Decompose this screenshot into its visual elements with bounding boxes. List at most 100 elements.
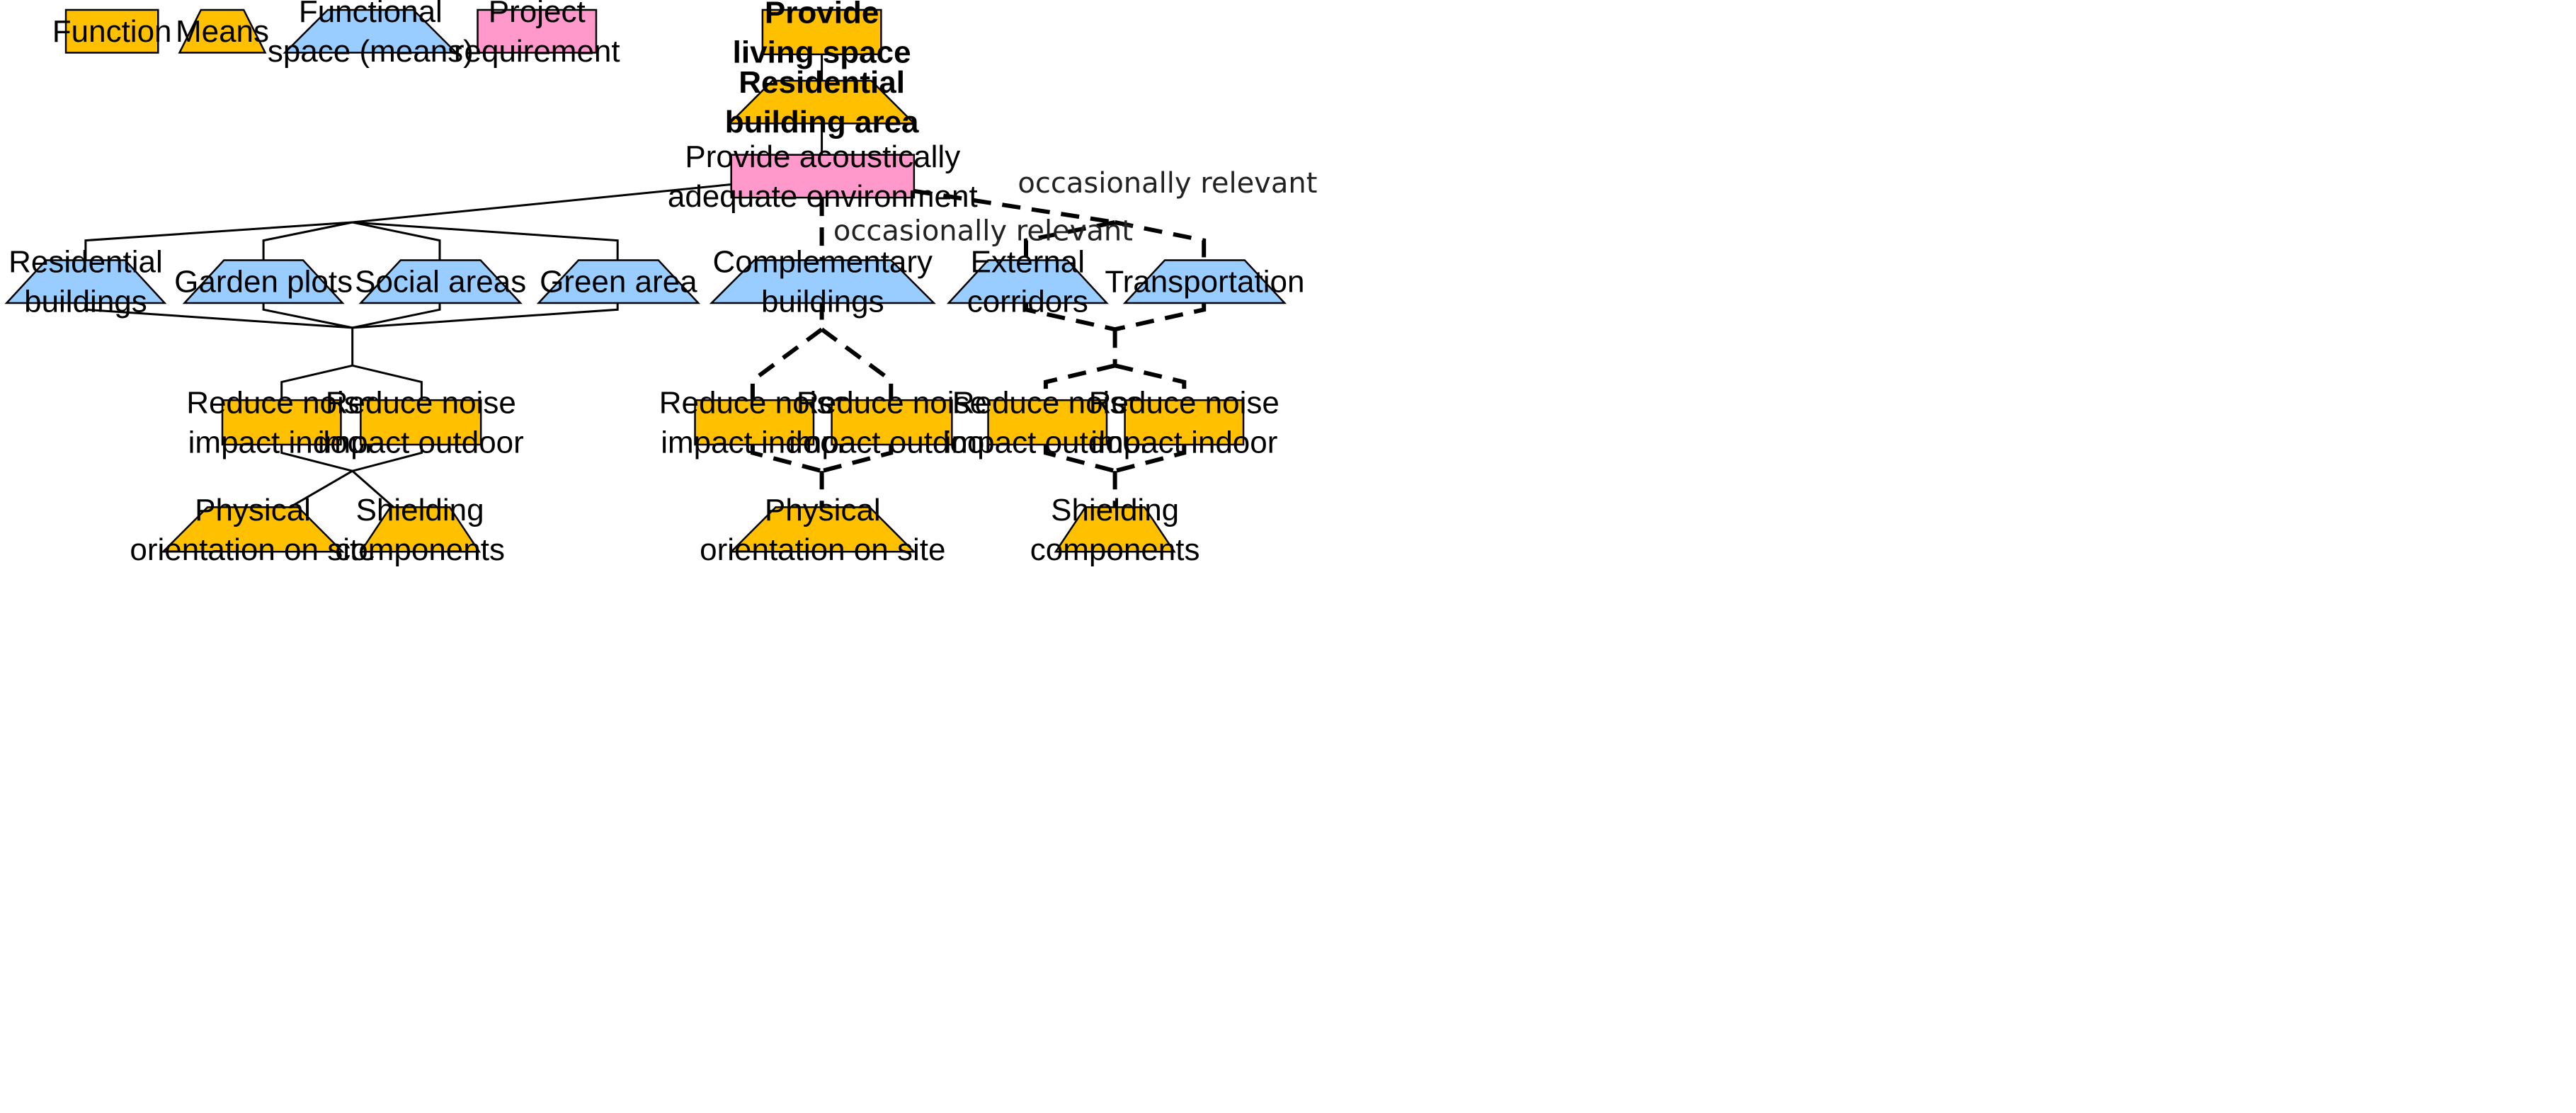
residential-buildings-node-label-2: buildings xyxy=(24,285,147,319)
legend-project-requirement-label-2: requirement xyxy=(454,34,620,69)
occasionally-relevant-note-middle: occasionally relevant xyxy=(833,215,1133,248)
edge-middle-split-indoor xyxy=(750,327,823,401)
legend-functional-space-shape xyxy=(283,8,459,54)
green-area-node-shape xyxy=(536,259,701,304)
right-reduce-indoor-node-label-1: Reduce noise xyxy=(1089,386,1280,421)
right-reduce-outdoor-node-label-1: Reduce noise xyxy=(952,386,1143,421)
external-corridors-node: External corridors xyxy=(946,245,1109,319)
residential-buildings-node-shape xyxy=(4,259,167,304)
complementary-buildings-node-label-2: buildings xyxy=(761,285,884,319)
acoustic-requirement-node-label-1: Provide acoustically xyxy=(685,139,960,174)
external-corridors-node-label-1: External xyxy=(971,245,1085,280)
middle-physical-orientation-node-shape xyxy=(729,506,916,553)
complementary-buildings-node-label-1: Complementary xyxy=(713,245,933,280)
left-reduce-indoor-node-label-2: impact indoor xyxy=(188,426,375,460)
middle-physical-orientation-node: Physical orientation on site xyxy=(700,493,945,567)
edge-middle-indoor-to-merge xyxy=(750,445,823,474)
left-shielding-components-node-shape xyxy=(359,506,481,553)
left-reduce-outdoor-node-label-2: impact outdoor xyxy=(318,426,524,460)
residential-building-area-node-shape xyxy=(727,79,916,125)
left-reduce-indoor-node-shape xyxy=(221,399,342,446)
middle-physical-orientation-node-label-2: orientation on site xyxy=(700,532,945,567)
middle-reduce-outdoor-node-shape xyxy=(831,399,953,446)
left-reduce-outdoor-node-label-1: Reduce noise xyxy=(326,386,516,421)
edge-requirement-to-right-hub xyxy=(913,188,1116,224)
right-reduce-indoor-node-shape xyxy=(1124,399,1245,446)
green-area-node-label-1: Green area xyxy=(540,265,697,299)
provide-living-space-node-shape xyxy=(761,8,882,56)
right-reduce-indoor-node: Reduce noise impact indoor xyxy=(1089,386,1280,460)
left-physical-orientation-node-shape xyxy=(161,506,345,553)
edge-corridors-to-merge xyxy=(1024,301,1116,332)
edge-right-hub-corridors xyxy=(1024,220,1116,264)
middle-reduce-indoor-node-label-1: Reduce noise xyxy=(659,386,850,421)
complementary-buildings-node: Complementary buildings xyxy=(709,245,936,319)
legend-means-label-1: Means xyxy=(176,14,269,49)
legend-means: Means xyxy=(176,8,269,54)
external-corridors-node-label-2: corridors xyxy=(967,285,1088,319)
edge-left-outdoor-to-cross xyxy=(352,445,423,472)
social-areas-node-label-1: Social areas xyxy=(355,265,526,299)
left-shielding-components-node-label-1: Shielding xyxy=(356,493,484,527)
complementary-buildings-node-shape xyxy=(709,259,936,304)
left-reduce-outdoor-node-shape xyxy=(360,399,482,446)
middle-reduce-outdoor-node-label-1: Reduce noise xyxy=(797,386,987,421)
acoustic-requirement-node-shape xyxy=(730,154,916,199)
legend-functional-space: Functional space (means) xyxy=(268,0,474,69)
transportation-node-label-1: Transportation xyxy=(1105,265,1304,299)
provide-living-space-node-label-2: living space xyxy=(733,35,911,69)
edge-right-hub-transport xyxy=(1115,220,1207,264)
edge-residential-to-merge xyxy=(84,301,353,329)
left-reduce-indoor-node: Reduce noise impact indoor xyxy=(186,386,377,460)
social-areas-node: Social areas xyxy=(355,259,526,304)
acoustic-requirement-node-label-2: adequate environment xyxy=(668,179,978,214)
provide-living-space-node-label-1: Provide xyxy=(765,0,879,30)
edge-green-to-merge xyxy=(352,301,619,329)
right-reduce-outdoor-node-label-2: impact outdoor xyxy=(945,426,1151,460)
middle-physical-orientation-node-label-1: Physical xyxy=(765,493,881,527)
right-reduce-indoor-node-label-2: impact indoor xyxy=(1090,426,1277,460)
residential-building-area-node-label-2: building area xyxy=(725,105,919,139)
garden-plots-node-label-1: Garden plots xyxy=(174,265,353,299)
edge-left-hub-garden xyxy=(262,221,353,264)
transportation-node-shape xyxy=(1122,259,1287,304)
edge-left-split-indoor xyxy=(280,364,353,401)
legend-project-requirement-shape xyxy=(477,8,598,54)
right-reduce-outdoor-node: Reduce noise impact outdoor xyxy=(945,386,1151,460)
left-physical-orientation-node-label-1: Physical xyxy=(195,493,311,527)
edge-left-hub-residential xyxy=(84,221,353,264)
middle-reduce-indoor-node-shape xyxy=(694,399,815,446)
middle-reduce-indoor-node-label-2: impact indoor xyxy=(661,426,848,460)
transportation-node: Transportation xyxy=(1105,259,1304,304)
left-reduce-indoor-node-label-1: Reduce noise xyxy=(186,386,377,421)
edge-left-cross-physical xyxy=(289,469,353,508)
left-reduce-outdoor-node: Reduce noise impact outdoor xyxy=(318,386,524,460)
legend-functional-space-label-2: space (means) xyxy=(268,34,474,69)
green-area-node: Green area xyxy=(536,259,701,304)
occasionally-relevant-note-right: occasionally relevant xyxy=(1018,167,1317,200)
acoustic-requirement-node: Provide acoustically adequate environment xyxy=(668,139,978,214)
legend-project-requirement-label-1: Project xyxy=(489,0,586,29)
edge-left-cross-shielding xyxy=(351,470,394,508)
legend-means-shape xyxy=(178,8,267,54)
legend-functional-space-label-1: Functional xyxy=(299,0,443,29)
social-areas-node-shape xyxy=(358,259,523,304)
garden-plots-node-shape xyxy=(182,259,345,304)
middle-reduce-indoor-node: Reduce noise impact indoor xyxy=(659,386,850,460)
edge-right-outdoor-to-merge xyxy=(1043,445,1116,474)
edge-middle-split-outdoor xyxy=(820,327,894,401)
right-shielding-components-node-label-2: components xyxy=(1030,532,1200,567)
edge-left-split-outdoor xyxy=(352,364,423,401)
legend-function-shape xyxy=(64,8,159,54)
external-corridors-node-shape xyxy=(946,259,1109,304)
edge-left-hub-social xyxy=(352,221,441,264)
edge-social-to-merge xyxy=(352,301,441,329)
edge-requirement-to-left-hub xyxy=(352,183,731,224)
